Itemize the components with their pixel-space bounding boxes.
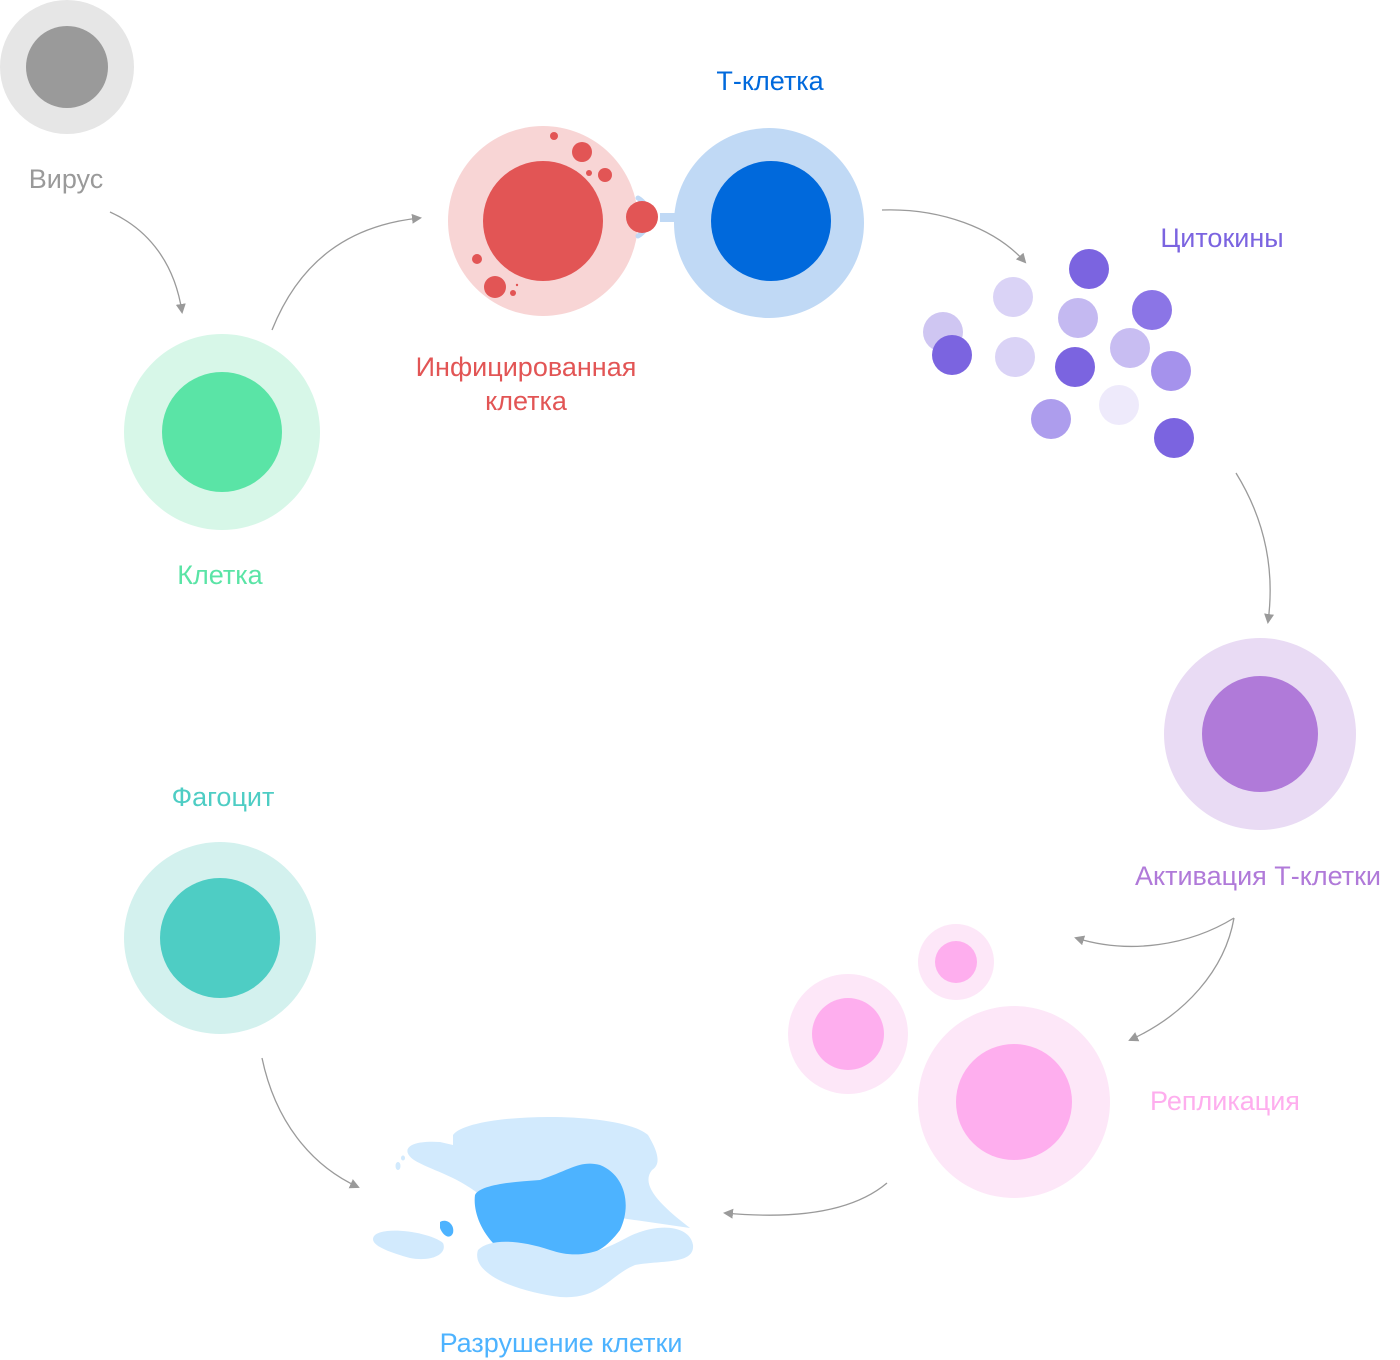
cell-core — [162, 372, 282, 492]
cytokines-label: Цитокины — [1160, 223, 1283, 253]
cytokine — [1055, 347, 1095, 387]
infected-cell-label-line2: клетка — [485, 386, 568, 416]
arrow-tcell-to-cytokines — [881, 209, 1027, 264]
flow-arrows — [109, 209, 1275, 1219]
replica-medium-core — [812, 998, 884, 1070]
cell-node: Клетка — [124, 334, 320, 590]
arrow-virus-to-cell — [109, 211, 186, 314]
phagocyte-label: Фагоцит — [172, 782, 275, 812]
virus-core — [26, 26, 108, 108]
arrow-activation-to-replica-large — [1128, 917, 1235, 1042]
cytokine — [993, 277, 1033, 317]
nucleus-droplet — [440, 1220, 454, 1237]
cytokine — [1031, 399, 1071, 439]
nucleus-fragment — [474, 1163, 626, 1256]
arrow-activation-to-replica-small — [1074, 917, 1235, 947]
t-cell-label: Т-клетка — [716, 66, 824, 96]
membrane-fragment — [373, 1230, 444, 1260]
activation-node: Активация Т-клетки — [1135, 638, 1381, 891]
phagocyte-node: Фагоцит — [124, 782, 316, 1034]
virus-label: Вирус — [29, 164, 104, 194]
cytokine — [1151, 351, 1191, 391]
destroyed-cell-node: Разрушение клетки — [373, 1116, 694, 1358]
cytokine — [1058, 298, 1098, 338]
arrow-cytokines-to-activation — [1235, 472, 1275, 624]
infected-cell-core — [483, 161, 603, 281]
infected-cell-label-line1: Инфицированная — [416, 352, 637, 382]
replication-node: Репликация — [788, 924, 1300, 1198]
debris — [401, 1155, 405, 1161]
arrow-cell-to-infected — [271, 213, 422, 331]
virus-particles — [472, 132, 612, 298]
destruction-label: Разрушение клетки — [440, 1328, 683, 1358]
membrane-fragment — [477, 1227, 694, 1298]
cytokines-cluster: Цитокины — [923, 223, 1284, 458]
antigen — [626, 201, 658, 233]
activation-core — [1202, 676, 1318, 792]
cytokine — [1110, 328, 1150, 368]
cytokine — [995, 337, 1035, 377]
debris — [395, 1162, 401, 1170]
virus-node: Вирус — [0, 0, 134, 194]
cytokine — [1069, 249, 1109, 289]
phagocyte-core — [160, 878, 280, 998]
replica-large-core — [956, 1044, 1072, 1160]
cytokine — [1154, 418, 1194, 458]
replication-label: Репликация — [1150, 1086, 1300, 1116]
t-cell-core — [711, 161, 831, 281]
cell-label: Клетка — [177, 560, 263, 590]
receptor-link — [660, 213, 678, 222]
arrow-replication-to-destruction — [723, 1182, 888, 1219]
cytokine — [1132, 290, 1172, 330]
activation-label: Активация Т-клетки — [1135, 861, 1381, 891]
t-cell-node: Т-клетка — [674, 66, 864, 318]
replica-small-core — [935, 941, 977, 983]
cytokine — [932, 335, 972, 375]
infected-cell-node: Инфицированная клетка — [416, 126, 678, 416]
cytokine — [1099, 385, 1139, 425]
arrow-phagocyte-to-destruction — [261, 1057, 360, 1189]
